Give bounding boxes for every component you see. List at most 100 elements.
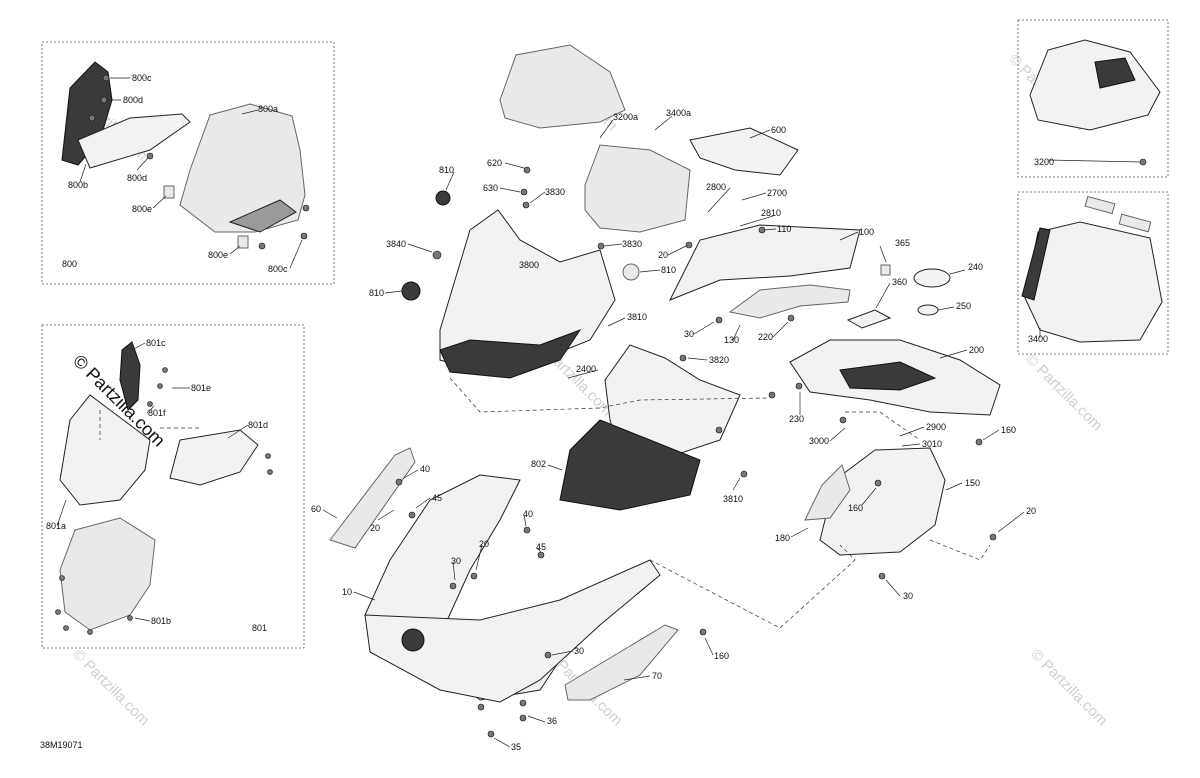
part-100-panel [668, 224, 861, 301]
callout-800b: 800b [68, 180, 88, 190]
fastener [88, 114, 96, 122]
callout-3400a: 3400a [666, 108, 691, 118]
fastener [544, 651, 552, 659]
part-200-inner [839, 361, 937, 391]
callout-45: 45 [432, 493, 442, 503]
callout-3830: 3830 [622, 239, 642, 249]
fastener [147, 401, 153, 407]
callout-800c: 800c [268, 264, 288, 274]
callout-labels: 800c 800d 800a 800b 800d 800e 800e 800c … [40, 73, 1054, 752]
callout-3000: 3000 [809, 436, 829, 446]
callout-801a: 801a [46, 521, 66, 531]
fastener [878, 572, 886, 580]
fastener [1139, 158, 1147, 166]
part-801c-bracket [119, 341, 141, 411]
fastener [522, 201, 530, 209]
assembly-line [929, 539, 991, 561]
callout-100: 100 [859, 227, 874, 237]
part-3200-vents [1094, 57, 1136, 89]
callout-40: 40 [523, 509, 533, 519]
callout-20: 20 [658, 250, 668, 260]
fastener [597, 242, 605, 250]
callout-180: 180 [775, 533, 790, 543]
callout-3820: 3820 [709, 355, 729, 365]
part-802-headlight [559, 419, 701, 511]
callout-240: 240 [968, 262, 983, 272]
part-3400-tray [1024, 221, 1163, 343]
part-3200a-cover [499, 44, 626, 129]
fastener [477, 703, 485, 711]
callout-2900: 2900 [926, 422, 946, 432]
callout-160: 160 [848, 503, 863, 513]
callout-800d: 800d [127, 173, 147, 183]
part-3800-lower [439, 328, 582, 379]
watermark: © Partzilla.com [1022, 351, 1105, 434]
callout-620: 620 [487, 158, 502, 168]
inset-3200-parts [1029, 39, 1161, 166]
fastener [265, 453, 271, 459]
part-365-plug [880, 264, 891, 276]
fastener [162, 367, 168, 373]
callout-36: 36 [547, 716, 557, 726]
callout-20: 20 [1026, 506, 1036, 516]
callout-800c: 800c [132, 73, 152, 83]
fastener [975, 438, 983, 446]
callout-230: 230 [789, 414, 804, 424]
callout-45: 45 [536, 542, 546, 552]
assembly-line [649, 544, 856, 629]
callout-30: 30 [684, 329, 694, 339]
callout-800e: 800e [208, 250, 228, 260]
callout-35: 35 [511, 742, 521, 752]
callout-30: 30 [451, 556, 461, 566]
fastener [989, 533, 997, 541]
inset-801-label: 801 [252, 623, 267, 633]
part-70-panel [564, 624, 679, 701]
callout-810: 810 [369, 288, 384, 298]
callout-630: 630 [483, 183, 498, 193]
callout-130: 130 [724, 335, 739, 345]
fastener [55, 609, 61, 615]
callout-3830: 3830 [545, 187, 565, 197]
part-801d-side [169, 429, 259, 486]
fastener [740, 470, 748, 478]
fastener [449, 582, 457, 590]
part-801b-windshield [59, 517, 156, 631]
fastener [520, 188, 528, 196]
callout-2810: 2810 [761, 208, 781, 218]
callout-220: 220 [758, 332, 773, 342]
fastener [768, 391, 776, 399]
fastener [432, 250, 442, 260]
fastener [715, 316, 723, 324]
callout-3810: 3810 [627, 312, 647, 322]
part-800a-mount [228, 199, 297, 233]
part-60-bar [329, 447, 416, 549]
leader-dashed [99, 410, 200, 440]
fastener [874, 479, 882, 487]
part-240-ring [913, 268, 951, 288]
part-10-hole [401, 628, 425, 652]
fastener [487, 730, 495, 738]
fastener [267, 469, 273, 475]
watermark: © Partzilla.com [69, 646, 152, 729]
callout-2400: 2400 [576, 364, 596, 374]
callout-360: 360 [892, 277, 907, 287]
callout-20: 20 [479, 539, 489, 549]
part-130-strip [728, 284, 851, 319]
inset-800-parts [61, 61, 310, 250]
callout-801f: 801f [148, 408, 166, 418]
callout-810: 810 [439, 165, 454, 175]
callout-30: 30 [903, 591, 913, 601]
part-360-cap [846, 309, 892, 329]
callout-60: 60 [311, 504, 321, 514]
spacer-800e [237, 235, 249, 249]
callout-40: 40 [420, 464, 430, 474]
callout-3200a: 3200a [613, 112, 638, 122]
fastener [519, 699, 527, 707]
inset-3400-parts [1021, 195, 1163, 343]
callout-3010: 3010 [922, 439, 942, 449]
fastener [795, 382, 803, 390]
assembly-line [845, 411, 921, 441]
callout-801e: 801e [191, 383, 211, 393]
fastener [787, 314, 795, 322]
